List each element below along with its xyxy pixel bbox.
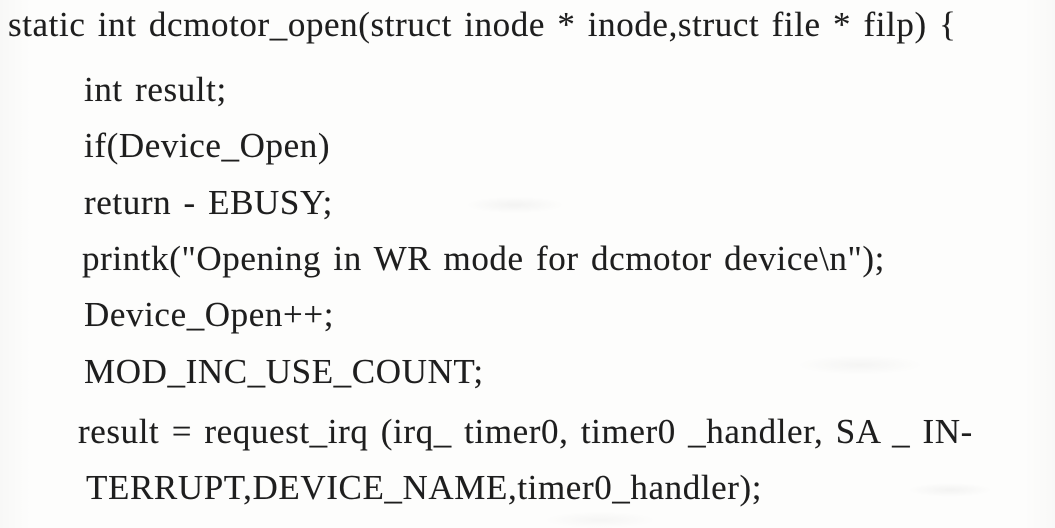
code-line-printk: printk("Opening in WR mode for dcmotor d… xyxy=(82,239,885,278)
code-line-mod-inc-use-count: MOD_INC_USE_COUNT; xyxy=(84,352,484,391)
code-line-request-irq-part2: TERRUPT,DEVICE_NAME,timer0_handler); xyxy=(86,468,763,507)
code-line-if-device-open: if(Device_Open) xyxy=(84,126,331,165)
code-line-function-signature: static int dcmotor_open(struct inode * i… xyxy=(8,5,957,44)
code-line-return-ebusy: return - EBUSY; xyxy=(84,183,333,222)
code-line-device-open-increment: Device_Open++; xyxy=(84,295,335,334)
code-line-int-result: int result; xyxy=(84,70,227,109)
code-line-request-irq-part1: result = request_irq (irq_ timer0, timer… xyxy=(78,412,973,451)
